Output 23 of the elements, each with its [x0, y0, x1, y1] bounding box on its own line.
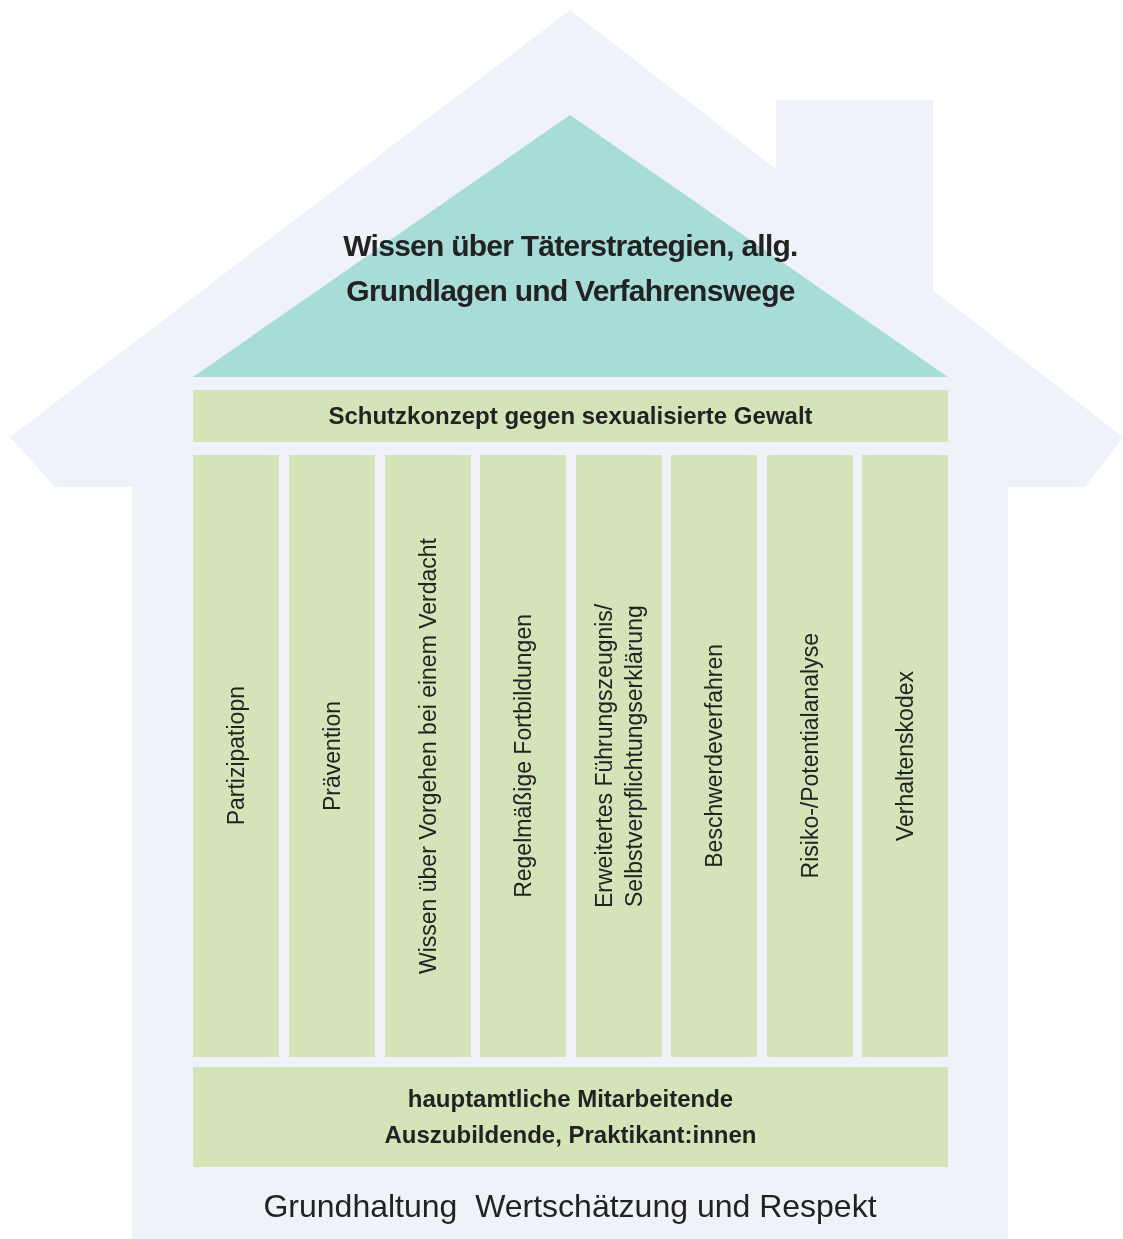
- banner-band: [193, 390, 948, 442]
- pillar: [289, 455, 375, 1057]
- pillar-label: Beschwerdeverfahren: [700, 644, 728, 868]
- pillar: [576, 455, 662, 1057]
- pillar: [480, 455, 566, 1057]
- house-caption: Grundhaltung Wertschätzung und Respekt: [263, 1188, 877, 1224]
- pillar-label: Verhaltenskodex: [891, 670, 919, 842]
- pillar-label: Regelmäßige Fortbildungen: [509, 614, 537, 898]
- pillar-label: Partizipatiopn: [222, 686, 250, 826]
- pillar: [767, 455, 853, 1057]
- pillar-label: Prävention: [318, 701, 346, 811]
- pillar: [671, 455, 757, 1057]
- foundation-text: Auszubildende, Praktikant:innen: [384, 1120, 757, 1150]
- pillar: [862, 455, 948, 1057]
- banner-title: Schutzkonzept gegen sexualisierte Gewalt: [328, 401, 813, 431]
- pillar-label: Erweitertes Führungszeugnis/ Selbstverpflichtungserklärung: [590, 602, 648, 911]
- pillar: [193, 455, 279, 1057]
- pillar: [385, 455, 471, 1057]
- pillar-label: Wissen über Vorgehen bei einem Verdacht: [414, 538, 442, 974]
- pillar-label: Risiko-/Potentialanalyse: [796, 633, 824, 879]
- roof-heading: Wissen über Täterstrategien, allg. Grundlagen und Verfahrenswege: [342, 228, 799, 309]
- foundation-text: hauptamtliche Mitarbeitende: [407, 1084, 734, 1114]
- foundation-band: [193, 1067, 948, 1167]
